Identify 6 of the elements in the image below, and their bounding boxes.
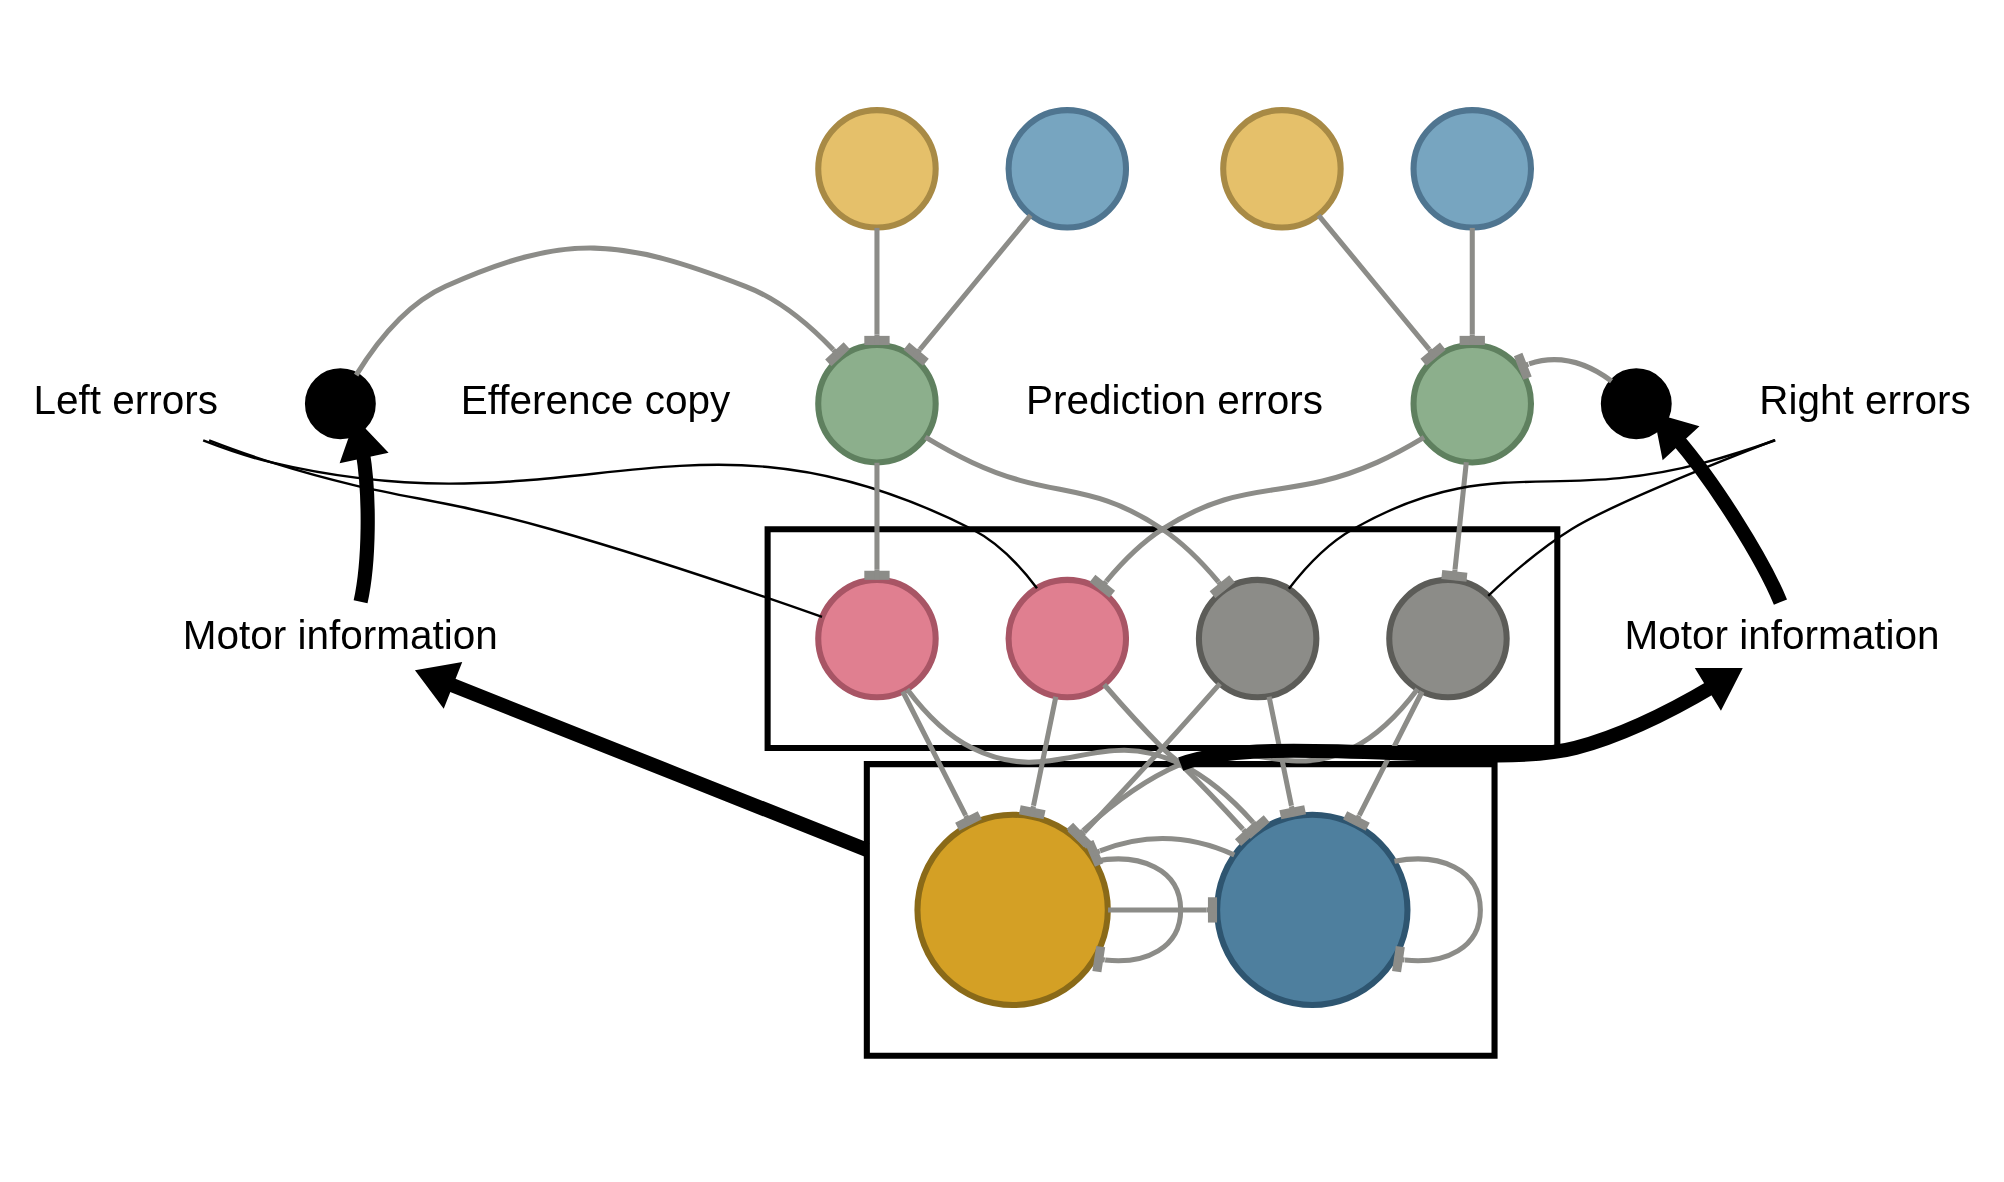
node-text: Left errors: [32, 376, 218, 423]
node-text: Motor information: [1624, 611, 1940, 658]
node-text: Motor information: [182, 611, 498, 658]
label: Prediction errors: [1025, 376, 1323, 423]
node-text: Right errors: [1758, 376, 1971, 423]
label: Efference copy: [460, 376, 730, 423]
